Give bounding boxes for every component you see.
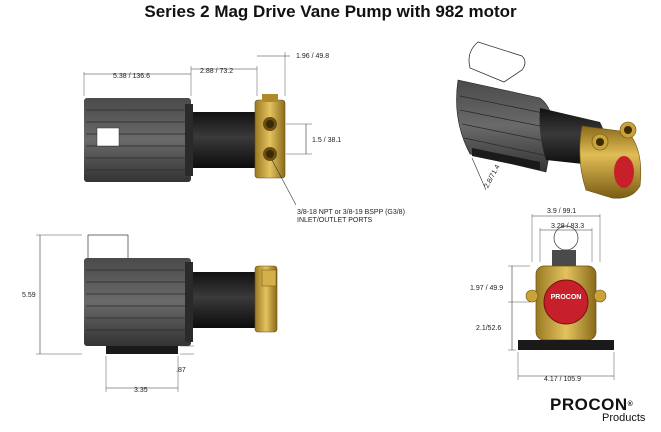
port-note-line2: INLET/OUTLET PORTS xyxy=(297,217,373,224)
dim-iso-depth: 2.8/71.4 xyxy=(483,164,501,190)
iso-motor-body xyxy=(456,79,554,173)
port-note-line1: 3/8-18 NPT or 3/8-19 BSPP (G3/8) xyxy=(297,209,405,216)
dim-top-pump: 1.96 / 49.8 xyxy=(296,53,329,60)
dim-front-lower: 2.1/52.6 xyxy=(476,325,501,332)
dim-port-spacing: 1.5 / 38.1 xyxy=(312,137,341,144)
side-motor-fins xyxy=(86,269,189,331)
side-base-plate xyxy=(106,346,178,354)
side-adapter xyxy=(193,272,255,328)
front-port-right xyxy=(593,289,607,303)
dim-front-base: 4.17 / 105.9 xyxy=(544,376,581,383)
procon-logo: PROCON® Products xyxy=(550,396,660,424)
top-pump-cap xyxy=(262,94,278,102)
diagram-title: Series 2 Mag Drive Vane Pump with 982 mo… xyxy=(144,2,517,21)
logo-sub: Products xyxy=(602,412,646,424)
side-view: 5.59 3.35 .87 xyxy=(22,234,278,394)
iso-view: 2.8/71.4 xyxy=(456,41,642,199)
dim-top-overall: 5.38 / 136.6 xyxy=(113,73,150,80)
dim-front-width: 3.9 / 99.1 xyxy=(547,208,576,215)
iso-base-plate xyxy=(472,148,540,170)
iso-label-plate xyxy=(614,156,634,188)
front-view: PROCON 3.9 / 99.1 3.28 / 83.3 1.97 / 49.… xyxy=(470,208,615,383)
front-base-plate xyxy=(518,340,614,350)
top-motor-window xyxy=(96,127,120,147)
front-port-left xyxy=(525,289,539,303)
iso-capacitor xyxy=(468,41,526,83)
top-motor-flange xyxy=(185,104,193,176)
dim-side-height: 5.59 xyxy=(22,292,36,299)
iso-motor-fins xyxy=(459,95,551,157)
front-motor-top xyxy=(552,250,576,270)
front-label-plate xyxy=(543,279,589,325)
side-capacitor xyxy=(87,234,129,260)
dim-front-upper: 1.97 / 49.9 xyxy=(470,285,503,292)
front-label-text: PROCON xyxy=(551,294,582,301)
side-motor-body xyxy=(84,258,191,346)
dim-side-base: 3.35 xyxy=(134,387,148,394)
logo-registered: ® xyxy=(627,401,634,408)
top-view: 5.38 / 136.6 2.88 / 73.2 1.96 / 49.8 1.5… xyxy=(83,52,405,224)
dim-front-inner: 3.28 / 83.3 xyxy=(551,223,584,230)
side-pump-fitting xyxy=(261,269,277,287)
dim-side-foot: .87 xyxy=(176,367,186,374)
dim-top-mid: 2.88 / 73.2 xyxy=(200,68,233,75)
top-pump-head xyxy=(254,99,286,179)
top-adapter xyxy=(193,112,255,168)
side-motor-flange xyxy=(185,262,193,342)
logo-brand: PROCON xyxy=(550,395,628,414)
top-motor-body xyxy=(84,98,191,182)
